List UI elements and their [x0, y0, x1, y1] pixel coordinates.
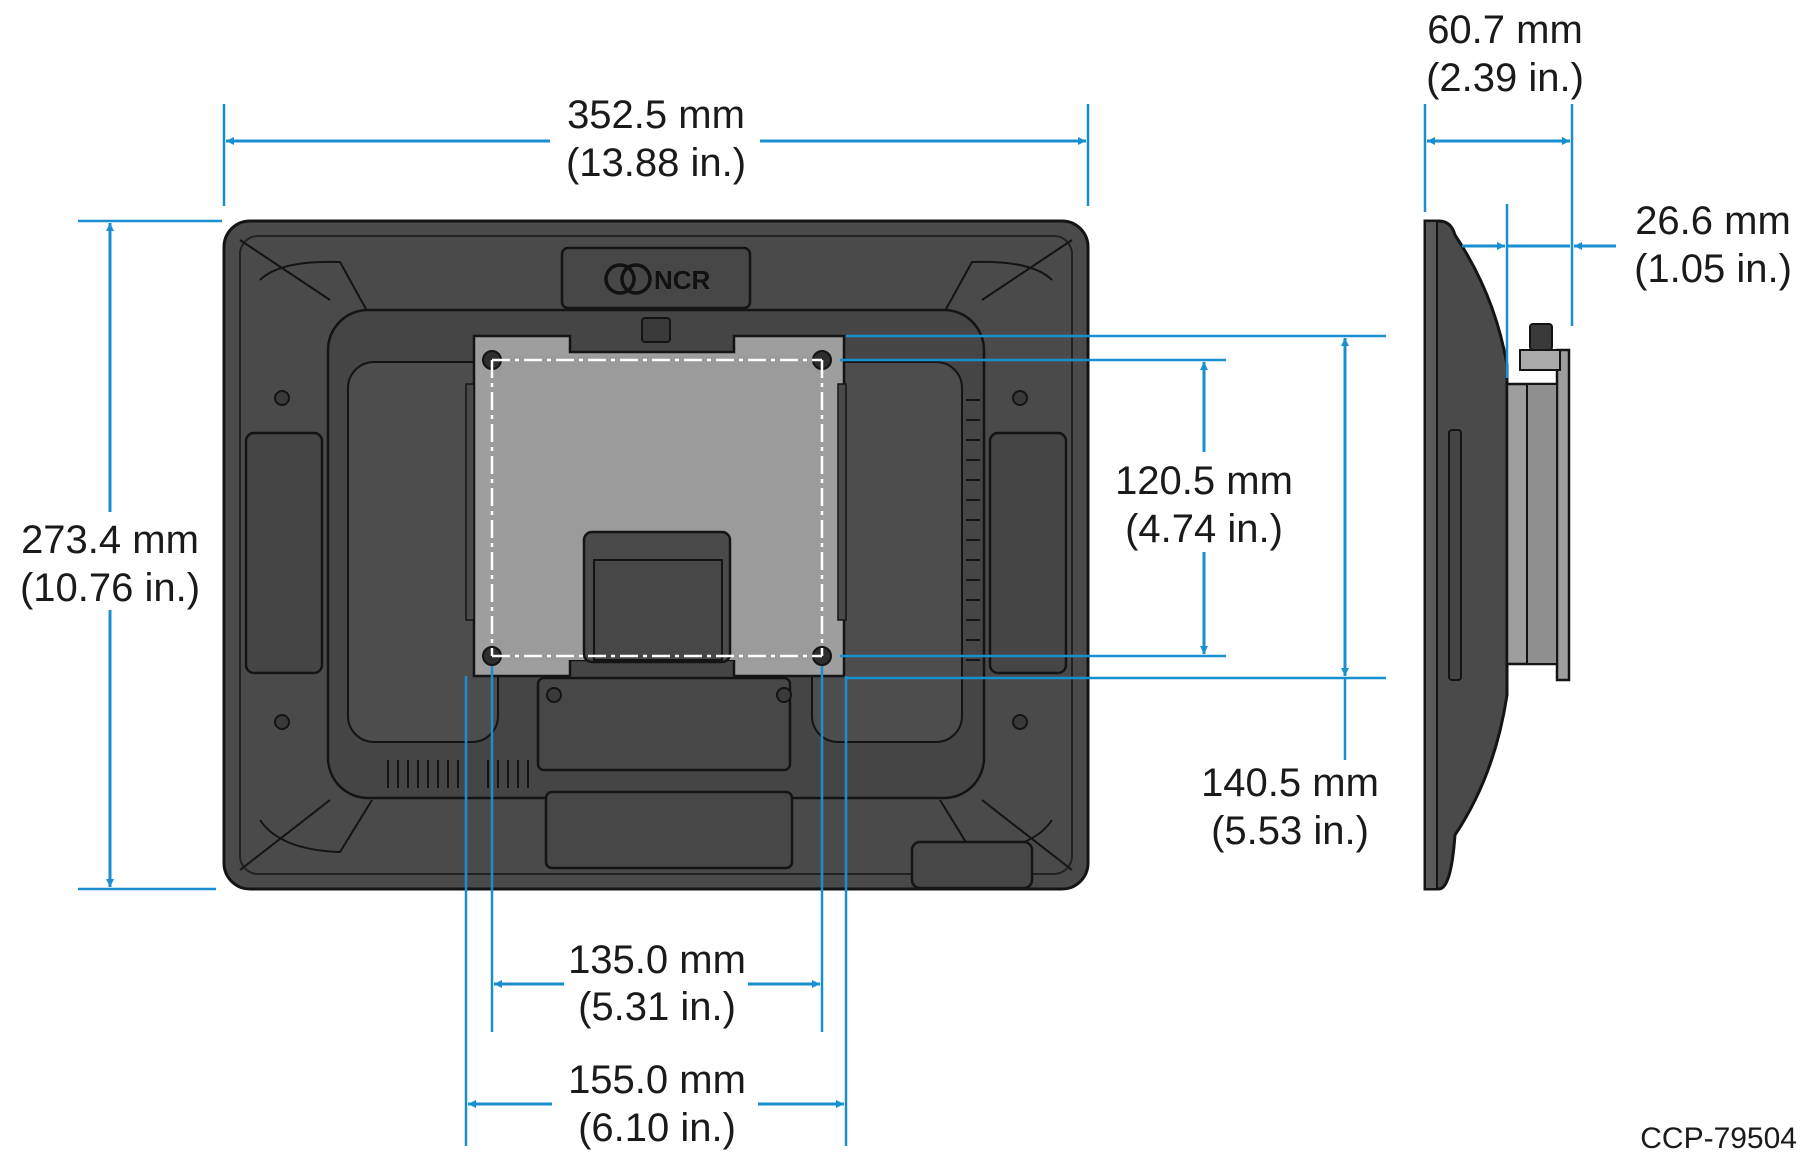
overall-depth-in: (2.39 in.): [1426, 56, 1584, 100]
hole-spacing-vertical-in: (4.74 in.): [1125, 507, 1283, 551]
monitor-rear-view: NCR: [222, 219, 1090, 891]
monitor-side-view: [1423, 219, 1571, 891]
vent-slots: [387, 399, 980, 788]
dimension-labels: 352.5 mm (13.88 in.) 273.4 mm (10.76 in.…: [20, 8, 1797, 1155]
compartment-screws: [546, 687, 792, 703]
right-side-cover: [988, 431, 1068, 675]
overall-height-in: (10.76 in.): [20, 566, 200, 610]
side-bezel: [1424, 220, 1438, 890]
overall-width-in: (13.88 in.): [566, 141, 746, 185]
side-inner-panel: [1448, 429, 1462, 681]
plate-width-in: (6.10 in.): [578, 1106, 736, 1150]
cable-compartment: [536, 676, 792, 772]
bracket-depth-in: (1.05 in.): [1634, 247, 1792, 291]
overall-width-mm: 352.5 mm: [567, 93, 745, 137]
left-side-cover: [244, 431, 324, 675]
cable-cover: [544, 790, 794, 870]
plate-height-mm: 140.5 mm: [1201, 761, 1379, 805]
dimension-lines: [78, 104, 1616, 1146]
thumb-screw-icon: [641, 317, 671, 343]
housing-inner-bevel: [239, 235, 1073, 875]
side-bracket-back: [1526, 383, 1558, 665]
overall-depth-mm: 60.7 mm: [1427, 8, 1583, 52]
bracket-depth-mm: 26.6 mm: [1635, 199, 1791, 243]
side-thumb-screw-icon: [1529, 323, 1553, 351]
stand-block-inner: [593, 559, 723, 661]
ncr-logo-icon: [604, 263, 652, 295]
housing-screw-holes: [274, 390, 1028, 730]
hole-spacing-vertical-mm: 120.5 mm: [1115, 459, 1293, 503]
plate-height-in: (5.53 in.): [1211, 809, 1369, 853]
side-bracket-clamp: [1519, 349, 1561, 371]
side-housing: [1423, 219, 1509, 891]
hole-centerlines: [490, 358, 824, 658]
plate-slots: [465, 383, 847, 621]
hole-spacing-horizontal-in: (5.31 in.): [578, 985, 736, 1029]
brand-label: NCR: [654, 265, 711, 295]
overall-height-mm: 273.4 mm: [21, 518, 199, 562]
drawing-reference-id: CCP-79504: [1640, 1122, 1797, 1155]
side-bracket-plate: [1555, 348, 1571, 682]
hole-spacing-horizontal-mm: 135.0 mm: [568, 938, 746, 982]
bottom-foot: [910, 840, 1034, 890]
plate-width-mm: 155.0 mm: [568, 1058, 746, 1102]
brand-tab: [560, 246, 752, 310]
